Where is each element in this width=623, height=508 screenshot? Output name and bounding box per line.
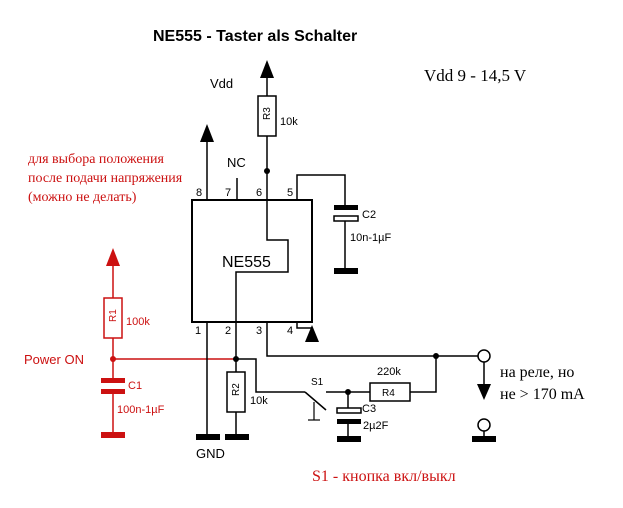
s1-contact: [304, 391, 327, 411]
c1-plate-top: [101, 378, 125, 383]
c1-value: 100n-1µF: [117, 404, 165, 416]
ne555-ic: NE555 NC 8 7 6 5 1 2 3 4: [191, 155, 313, 337]
r3-value: 10k: [280, 116, 298, 128]
pin-8-label: 8: [196, 187, 202, 199]
relay-terminal: [477, 418, 491, 432]
pin-3-label: 3: [256, 325, 262, 337]
pin-6-label: 6: [256, 187, 262, 199]
c2-capacitor: C2 10n-1µF: [296, 174, 391, 274]
s1-ref: S1: [311, 377, 324, 388]
ic-internal-wire: [235, 200, 289, 322]
power-on-label: Power ON: [24, 352, 84, 367]
r1-arrow-icon: [106, 248, 120, 266]
pin-7-label: 7: [225, 187, 231, 199]
pin-2-label: 2: [225, 325, 231, 337]
down-arrow-icon: [477, 384, 491, 400]
position-note-line1: для выбора положения: [28, 152, 165, 167]
node-r3-pin6: [264, 168, 270, 174]
c2-plate-bottom: [333, 215, 359, 222]
pin4-arrow: [296, 322, 319, 342]
ic-body: [191, 199, 313, 323]
position-note: для выбора положения после подачи напряж…: [28, 152, 183, 205]
relay-output: [472, 362, 496, 442]
relay-note-line2: не > 170 mA: [500, 386, 585, 403]
c3-value: 2µ2F: [363, 420, 389, 432]
r1-value: 100k: [126, 316, 150, 328]
c2-ref: C2: [362, 209, 376, 221]
pin-4-label: 4: [287, 325, 293, 337]
vdd-arrow-icon: [200, 124, 214, 142]
r2-value: 10k: [250, 395, 268, 407]
switch-note: S1 - кнопка вкл/выкл: [312, 468, 456, 485]
c3-ref: C3: [362, 403, 376, 415]
gnd-icon: [196, 434, 220, 440]
output-terminal: [477, 349, 491, 363]
vdd-label: Vdd: [210, 76, 233, 91]
r3-resistor: R3 10k: [257, 60, 298, 200]
supply-range-label: Vdd 9 - 14,5 V: [424, 66, 527, 85]
diagram-title: NE555 - Taster als Schalter: [153, 28, 357, 45]
vdd-top-arrow-icon: [260, 60, 274, 78]
relay-note-line1: на реле, но: [500, 364, 574, 381]
r2-resistor: R2 10k: [225, 322, 268, 440]
nc-label: NC: [227, 155, 246, 170]
r4-ref: R4: [382, 388, 395, 399]
c2-plate-top: [334, 205, 358, 210]
pin1-gnd: GND: [196, 322, 225, 461]
pin8-vdd-wire: [200, 124, 214, 200]
r3-ref: R3: [262, 107, 273, 120]
pin-5-label: 5: [287, 187, 293, 199]
r2-ground-icon: [225, 434, 249, 440]
gnd-label: GND: [196, 446, 225, 461]
pin-1-label: 1: [195, 325, 201, 337]
position-note-line2: после подачи напряжения: [28, 171, 183, 186]
c1-ground-icon: [101, 432, 125, 438]
c1-ref: C1: [128, 380, 142, 392]
c1-plate-bottom: [101, 389, 125, 394]
c3-plate-top: [336, 407, 362, 414]
c3-capacitor: C3 2µ2F: [336, 392, 389, 442]
r4-resistor: R4 220k: [345, 356, 437, 402]
ic-name: NE555: [222, 254, 271, 271]
position-note-line3: (можно не делать): [28, 190, 137, 205]
r2-ref: R2: [231, 383, 242, 396]
c3-ground-icon: [337, 436, 361, 442]
r1-c1-branch: R1 100k C1 100n-1µF: [101, 248, 165, 438]
r1-ref: R1: [108, 309, 119, 322]
s1-switch: S1: [236, 358, 348, 421]
r4-value: 220k: [377, 366, 401, 378]
relay-ground-icon: [472, 436, 496, 442]
c2-ground-icon: [334, 268, 358, 274]
c3-plate-bottom: [337, 419, 361, 424]
pin4-arrow-icon: [305, 325, 319, 342]
c2-value: 10n-1µF: [350, 232, 391, 244]
